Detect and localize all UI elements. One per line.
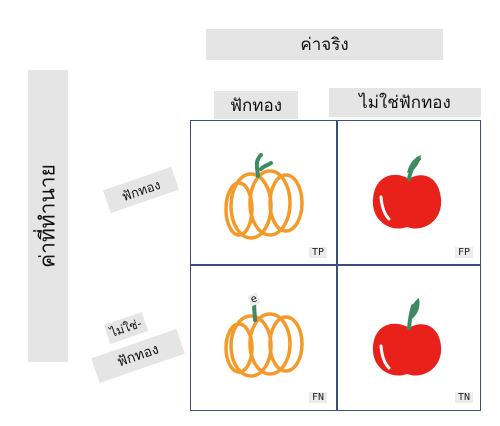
pumpkin-icon (224, 153, 304, 240)
predicted-header: ค่าที่ทำนาย (28, 70, 68, 362)
cell-true-negative: TN (337, 266, 481, 409)
row-header-not-pumpkin-line1: ไม่ใช่- (103, 312, 149, 344)
confusion-matrix: TP FP e FN TN (190, 120, 481, 411)
tn-tag: TN (454, 392, 473, 403)
row-header-not-pumpkin-label-1: ไม่ใช่- (108, 315, 144, 340)
matrix-divider-vertical (336, 121, 338, 410)
row-header-not-pumpkin-line2: ฟักทอง (91, 329, 185, 383)
pumpkin-icon (224, 298, 304, 378)
row-header-not-pumpkin-label-2: ฟักทอง (115, 341, 161, 371)
fn-tag: FN (308, 392, 327, 403)
apple-icon (372, 155, 442, 229)
column-header-not-pumpkin-label: ไม่ใช่ฟักทอง (359, 93, 451, 113)
column-header-pumpkin: ฟักทอง (214, 91, 298, 119)
actual-header: ค่าจริง (206, 29, 443, 60)
row-header-pumpkin-label: ฟักทอง (120, 177, 163, 205)
column-header-pumpkin-label: ฟักทอง (229, 95, 283, 116)
actual-header-label: ค่าจริง (300, 35, 349, 55)
fp-tag: FP (454, 247, 473, 258)
cell-false-negative: e FN (191, 266, 335, 409)
matrix-divider-horizontal (191, 264, 480, 266)
row-header-pumpkin: ฟักทอง (103, 166, 179, 214)
cell-true-positive: TP (191, 121, 335, 264)
apple-icon (372, 298, 442, 376)
predicted-header-label: ค่าที่ทำนาย (35, 164, 60, 268)
tp-tag: TP (308, 247, 327, 258)
cell-false-positive: FP (337, 121, 481, 264)
column-header-not-pumpkin: ไม่ใช่ฟักทอง (329, 88, 481, 117)
